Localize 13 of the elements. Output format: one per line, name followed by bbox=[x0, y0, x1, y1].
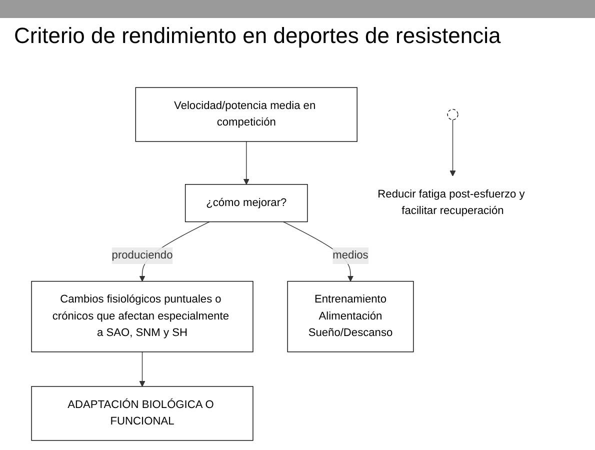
edge-label: produciendo bbox=[112, 249, 173, 262]
node-box: Cambios fisiológicos puntuales o crónicos que afectan especialmente a SAO, SNM y SH bbox=[31, 280, 254, 352]
arrow bbox=[450, 119, 456, 176]
node-box: ADAPTACIÓN BIOLÓGICA O FUNCIONAL bbox=[31, 386, 254, 441]
node-ellipse bbox=[447, 109, 458, 120]
node-box: Velocidad/potencia media en competición bbox=[135, 87, 358, 142]
arrow bbox=[139, 352, 146, 387]
node-box: ¿cómo mejorar? bbox=[184, 184, 308, 222]
edge-label: medios bbox=[332, 249, 368, 262]
node-box: Entrenamiento Alimentación Sueño/Descanso bbox=[287, 280, 414, 352]
arrow bbox=[243, 141, 250, 185]
node-text: Reducir fatiga post-esfuerzo y facilitar recuperación bbox=[378, 188, 525, 217]
slide-title: Criterio de rendimiento en deportes de resistencia bbox=[14, 22, 502, 49]
